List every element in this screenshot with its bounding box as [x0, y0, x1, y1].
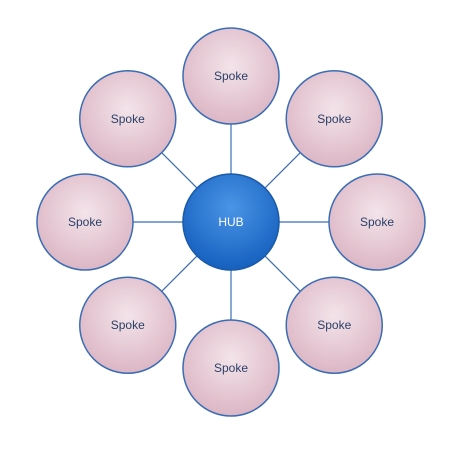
spoke-label: Spoke: [68, 215, 102, 229]
spoke-label: Spoke: [214, 69, 248, 83]
spoke-circle: [79, 70, 177, 168]
connector-group: [133, 124, 329, 320]
spoke-node: Spoke: [182, 319, 280, 417]
spoke-node: Spoke: [285, 70, 383, 168]
hub-group: HUB: [182, 173, 280, 271]
connector-line: [264, 152, 301, 189]
spoke-node: Spoke: [182, 27, 280, 125]
spoke-circle: [285, 276, 383, 374]
spoke-label: Spoke: [111, 112, 145, 126]
spoke-circle: [36, 173, 134, 271]
spoke-circle: [182, 27, 280, 125]
spoke-label: Spoke: [214, 361, 248, 375]
spoke-label: Spoke: [317, 112, 351, 126]
connector-line: [161, 255, 198, 292]
hub-circle: [182, 173, 280, 271]
spoke-node: Spoke: [79, 70, 177, 168]
spoke-node: Spoke: [328, 173, 426, 271]
spoke-circle: [79, 276, 177, 374]
spoke-label: Spoke: [111, 318, 145, 332]
connector-line: [264, 255, 301, 292]
spoke-circle: [328, 173, 426, 271]
spoke-label: Spoke: [360, 215, 394, 229]
connector-line: [161, 152, 198, 189]
spoke-node: Spoke: [79, 276, 177, 374]
spoke-circle: [182, 319, 280, 417]
spoke-label: Spoke: [317, 318, 351, 332]
spoke-node: Spoke: [285, 276, 383, 374]
spoke-node: Spoke: [36, 173, 134, 271]
spoke-circle: [285, 70, 383, 168]
hub-label: HUB: [218, 215, 243, 229]
